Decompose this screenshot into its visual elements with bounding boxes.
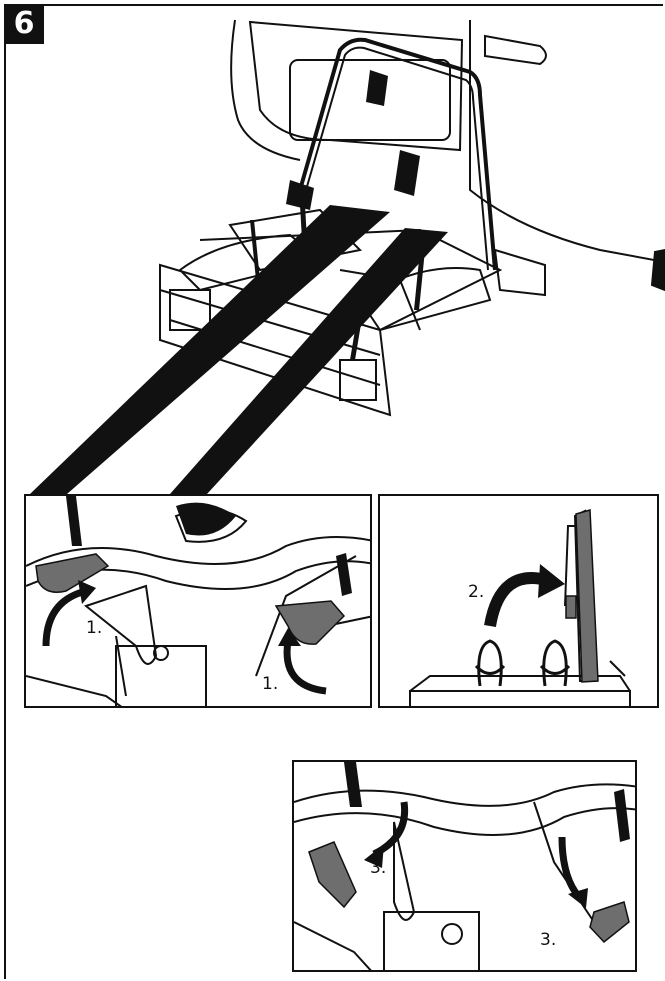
arrow-up-right-icon [283,640,327,695]
step-label-1-left: 1. [86,618,103,638]
step-label-3-left: 3. [370,858,387,878]
lever-left-lowered-icon [308,841,357,909]
detail-panel-raise-arm: 2. [378,494,659,708]
panel-c-illustration [294,762,635,970]
lever-right-lowered-icon [589,901,630,944]
detail-panel-lock: 3. 3. [292,760,637,972]
arrow-down-right-icon [558,836,582,900]
vehicle-rear-outline [230,19,665,297]
step-label-2: 2. [468,582,485,602]
folding-arm-icon [575,509,599,683]
callout-beams [30,205,448,494]
panel-b-illustration [409,509,631,706]
frame-arch [298,37,497,271]
wheel-holders-icon [474,639,571,687]
panel-a-illustration [26,496,370,706]
arch-holders [286,70,420,210]
arrow-up-left-icon [42,587,87,647]
step-label-1-right: 1. [262,674,279,694]
lever-right-icon [274,600,346,645]
lever-left-icon [35,553,110,593]
step-number-badge: 6 [4,4,44,44]
step-label-3-right: 3. [540,930,557,950]
detail-panel-unlock: 1. 1. [24,494,372,708]
carrier-overview-illustration [30,19,665,494]
page-frame [4,4,663,979]
